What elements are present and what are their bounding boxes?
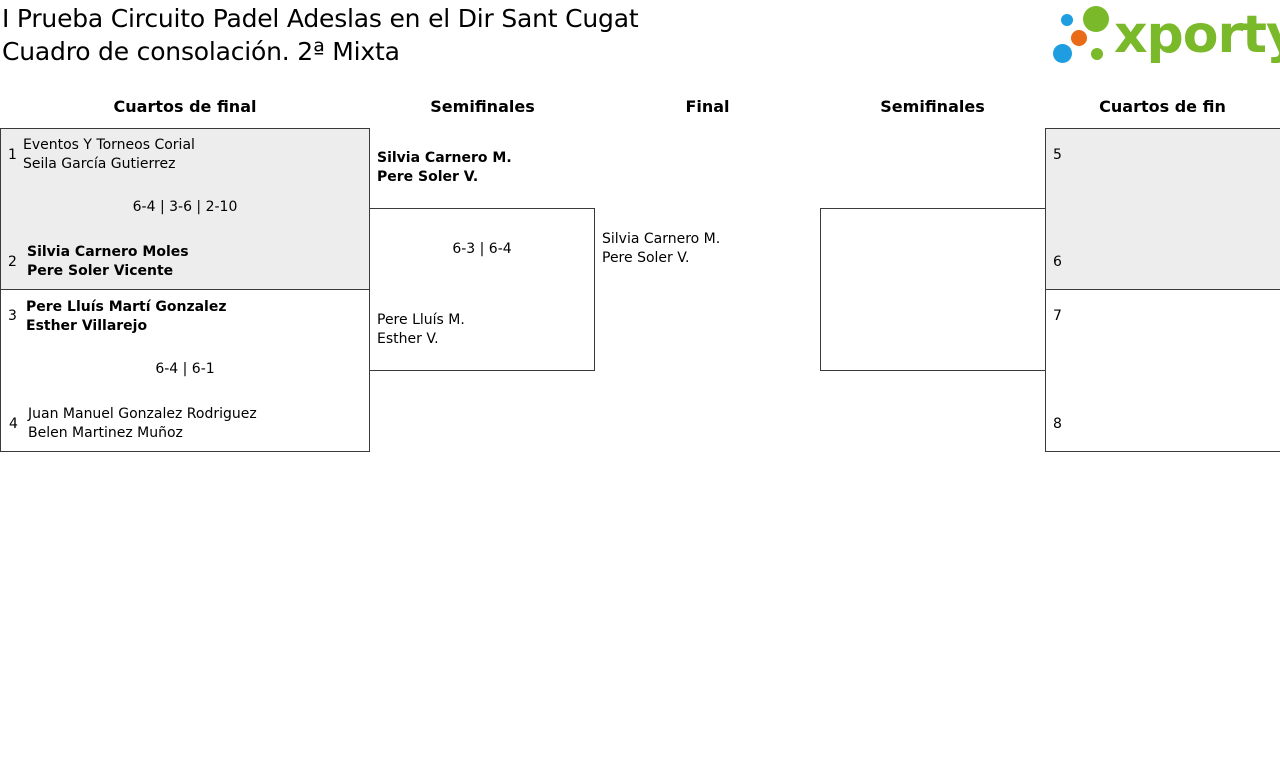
heading-left-quarters: Cuartos de final xyxy=(113,97,257,116)
team-1[interactable]: Eventos Y Torneos Corial Seila García Gu… xyxy=(23,136,195,174)
seed-number: 4 xyxy=(9,416,18,432)
player-name: Eventos Y Torneos Corial xyxy=(23,137,195,153)
match-score: 6-4 | 6-1 xyxy=(155,361,215,377)
seed-number: 6 xyxy=(1053,254,1062,270)
logo-dot-blue-small xyxy=(1061,14,1073,26)
player-name: Silvia Carnero M. xyxy=(377,150,512,166)
final-team[interactable]: Silvia Carnero M. Pere Soler V. xyxy=(602,230,720,268)
player-name: Pere Lluís Martí Gonzalez xyxy=(26,299,227,315)
semi-team-1-winner[interactable]: Silvia Carnero M. Pere Soler V. xyxy=(377,149,512,187)
player-name: Pere Soler V. xyxy=(377,169,479,185)
heading-left-semis: Semifinales xyxy=(430,97,535,116)
page-subtitle: Cuadro de consolación. 2ª Mixta xyxy=(2,37,400,66)
logo-dot-orange xyxy=(1071,30,1087,46)
player-name: Pere Soler V. xyxy=(602,250,690,266)
logo-dot-green-large xyxy=(1083,6,1109,32)
page-title: I Prueba Circuito Padel Adeslas en el Di… xyxy=(2,4,639,33)
player-name: Esther V. xyxy=(377,331,439,347)
seed-number: 1 xyxy=(8,147,17,163)
seed-number: 3 xyxy=(8,308,17,324)
logo-text: xporty xyxy=(1114,5,1280,65)
heading-right-semis: Semifinales xyxy=(880,97,985,116)
team-4[interactable]: Juan Manuel Gonzalez Rodriguez Belen Mar… xyxy=(28,405,257,443)
match-box-qf1[interactable]: 1 Eventos Y Torneos Corial Seila García … xyxy=(0,128,370,290)
player-name: Juan Manuel Gonzalez Rodriguez xyxy=(28,406,257,422)
team-2-winner[interactable]: Silvia Carnero Moles Pere Soler Vicente xyxy=(27,243,189,281)
match-score: 6-4 | 3-6 | 2-10 xyxy=(132,199,238,215)
player-name: Seila García Gutierrez xyxy=(23,156,176,172)
match-score: 6-3 | 6-4 xyxy=(452,241,512,257)
match-box-semi-left[interactable]: 6-3 | 6-4 Pere Lluís M. Esther V. xyxy=(369,208,595,371)
player-name: Pere Soler Vicente xyxy=(27,263,174,279)
team-3-winner[interactable]: Pere Lluís Martí Gonzalez Esther Villare… xyxy=(26,298,226,336)
player-name: Esther Villarejo xyxy=(26,318,148,334)
seed-number: 2 xyxy=(8,254,17,270)
seed-number: 8 xyxy=(1053,416,1062,432)
seed-number: 7 xyxy=(1053,308,1062,324)
xporty-logo: xporty xyxy=(1050,2,1280,68)
heading-right-quarters: Cuartos de fin xyxy=(1099,97,1226,116)
player-name: Silvia Carnero M. xyxy=(602,231,721,247)
logo-dot-blue-large xyxy=(1053,44,1072,63)
match-box-qf2[interactable]: 3 Pere Lluís Martí Gonzalez Esther Villa… xyxy=(0,289,370,452)
seed-number: 5 xyxy=(1053,147,1062,163)
player-name: Pere Lluís M. xyxy=(377,312,465,328)
match-box-qf4[interactable]: 7 8 xyxy=(1045,289,1280,452)
logo-dot-green-small xyxy=(1091,48,1103,60)
player-name: Silvia Carnero Moles xyxy=(27,244,189,260)
match-box-semi-right[interactable] xyxy=(820,208,1046,371)
semi-team-2[interactable]: Pere Lluís M. Esther V. xyxy=(377,311,465,349)
player-name: Belen Martinez Muñoz xyxy=(28,425,183,441)
match-box-qf3[interactable]: 5 6 xyxy=(1045,128,1280,290)
heading-final: Final xyxy=(685,97,730,116)
